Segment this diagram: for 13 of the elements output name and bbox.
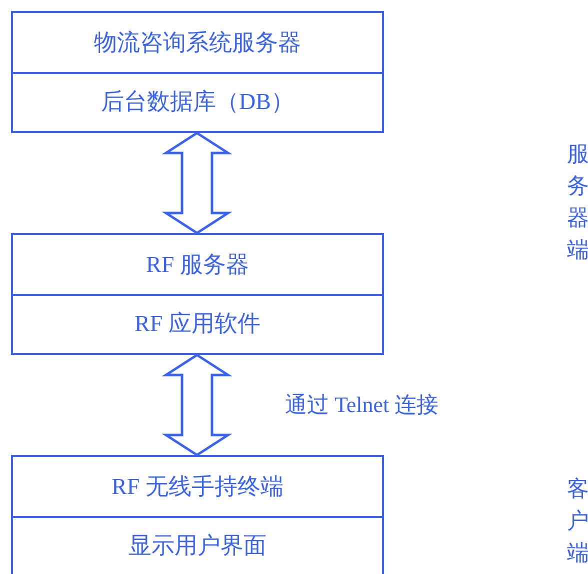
box-label: 显示用户界面 xyxy=(128,532,266,560)
box-label: RF 无线手持终端 xyxy=(112,472,284,501)
layered-box xyxy=(11,11,384,133)
side-label: 客户端 xyxy=(567,475,588,567)
layered-box xyxy=(11,455,384,574)
layered-box xyxy=(11,233,384,355)
box-label: 物流咨询系统服务器 xyxy=(94,28,301,57)
box-label: RF 应用软件 xyxy=(134,310,260,338)
side-label: 服务器端 xyxy=(567,140,588,264)
box-label: RF 服务器 xyxy=(146,250,249,279)
double-arrow xyxy=(162,354,232,456)
double-arrow xyxy=(162,132,232,234)
box-label: 后台数据库（DB） xyxy=(101,88,294,116)
